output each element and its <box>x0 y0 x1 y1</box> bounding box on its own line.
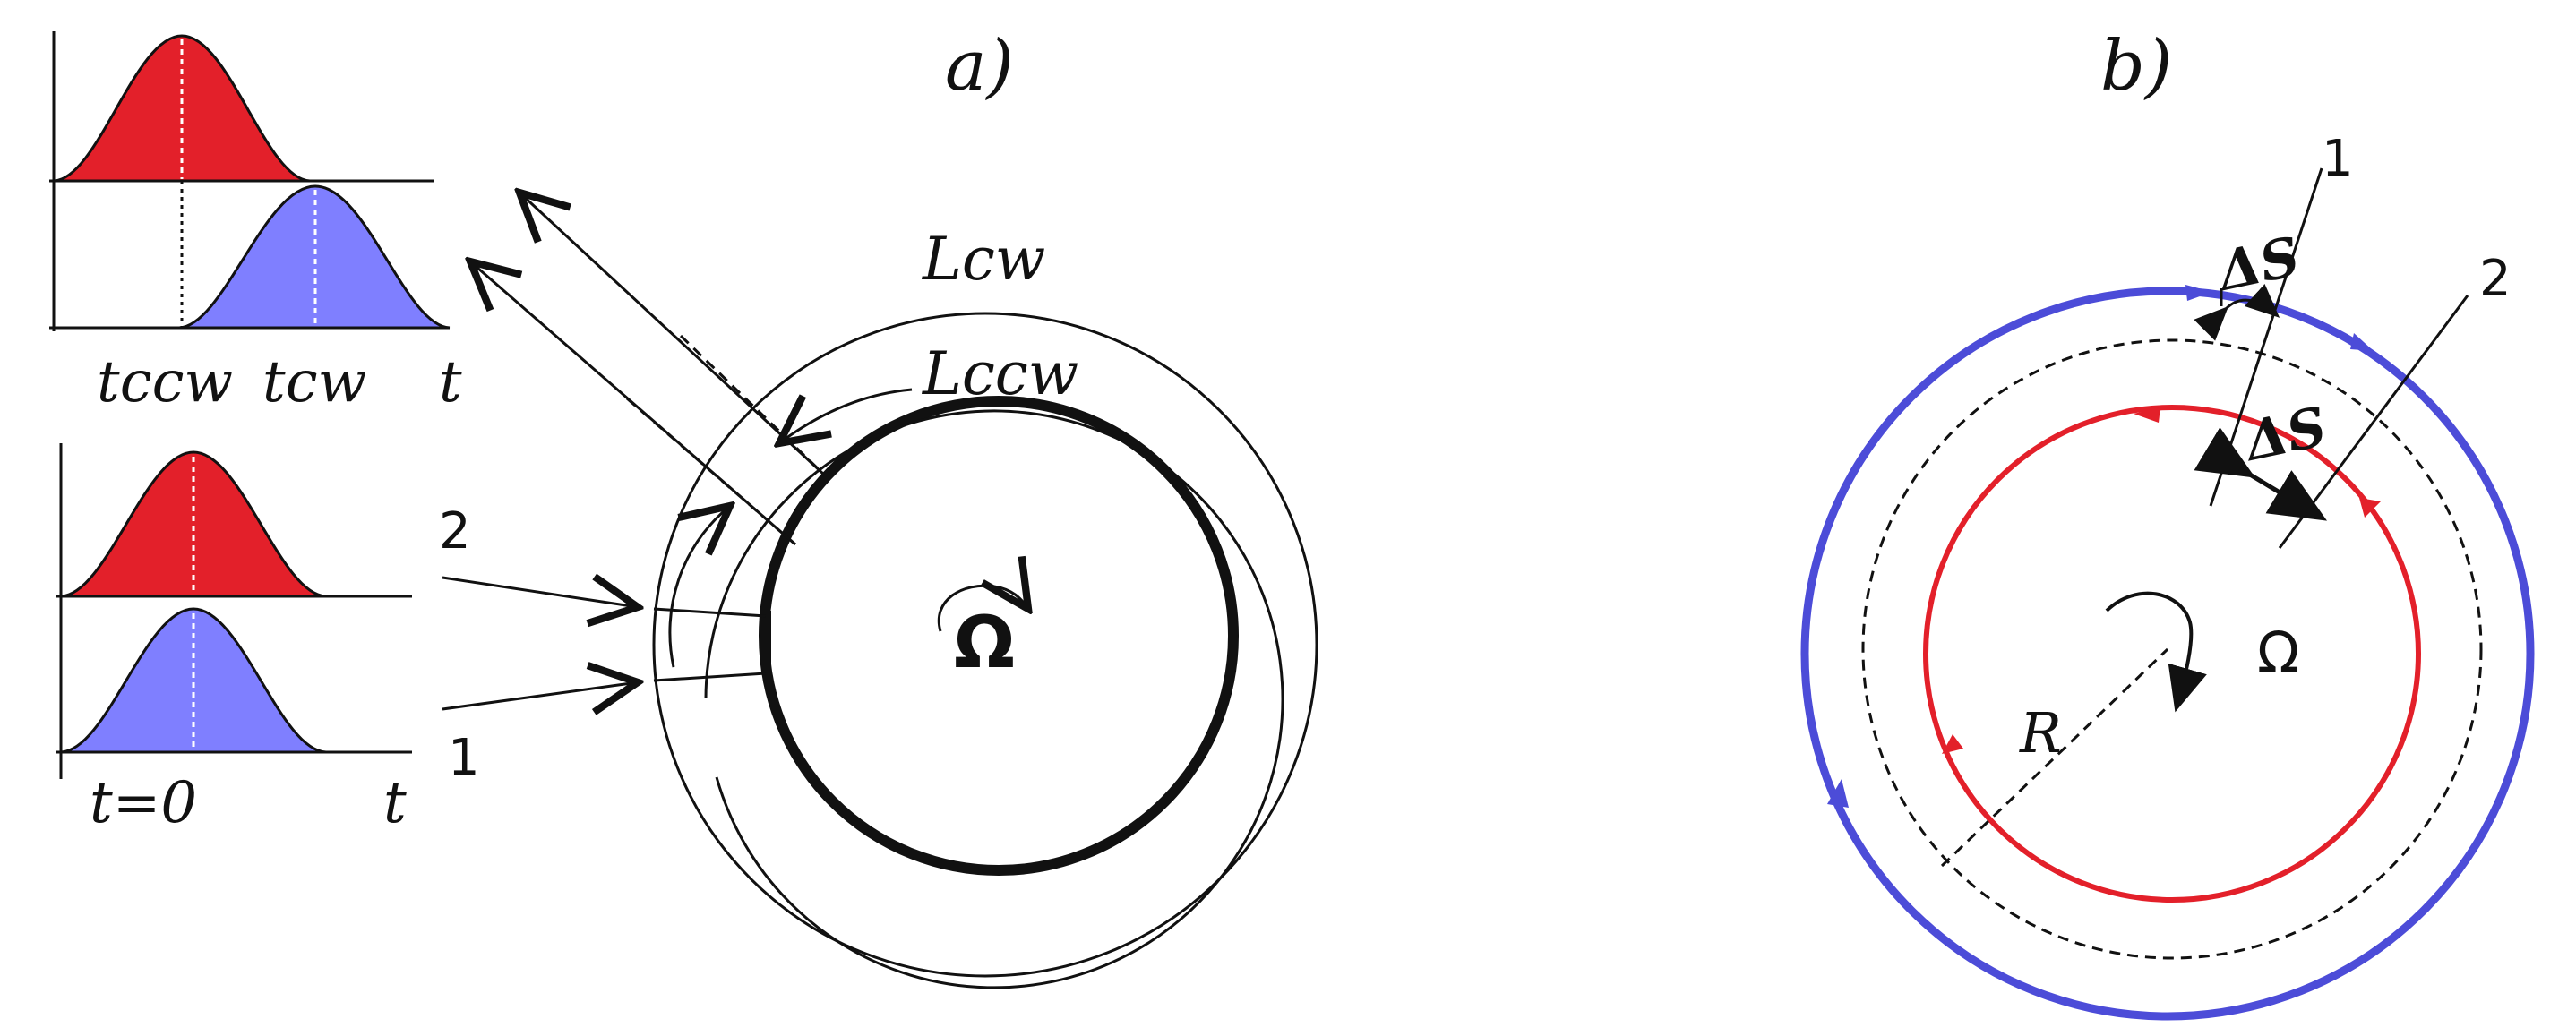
delta-s-bottom-arrow <box>2194 427 2328 521</box>
input-line-2-inner <box>653 607 767 618</box>
label-delta-s-top: ΔS <box>2211 226 2305 304</box>
pulse-plot-bottom: t=0 t <box>56 443 412 836</box>
ring-panel-a: Lcw Lccw Ω 2 1 <box>439 193 1318 989</box>
pulse-blue-cw <box>178 184 451 330</box>
label-t-bottom: t <box>383 770 407 836</box>
path-lccw <box>704 409 1284 989</box>
label-tccw: tccw <box>97 349 233 415</box>
rotation-arrow-b-icon <box>2105 591 2207 713</box>
label-lcw: Lcw <box>922 225 1045 294</box>
lccw-entry-curve <box>668 506 730 668</box>
path-lcw <box>652 312 1318 978</box>
panel-a-label: a) <box>945 26 1014 107</box>
rotation-arrow-a-icon <box>937 586 1028 632</box>
input-line-1-inner <box>653 672 767 682</box>
path-dashed-mid <box>1861 338 2483 960</box>
path-blue-outer <box>1800 287 2535 1021</box>
label-omega-a: Ω <box>954 601 1015 684</box>
red-arrow-right <box>2359 498 2381 518</box>
output-line-1 <box>519 193 826 476</box>
label-omega-b: Ω <box>2257 620 2299 685</box>
output-line-2-dash <box>626 397 796 546</box>
lccw-label-arrow <box>779 388 913 443</box>
blue-arrow-top <box>2185 285 2212 301</box>
panel-b-label: b) <box>2100 26 2172 107</box>
radius-line <box>1940 647 2169 868</box>
delta-s-top-arrow <box>2194 283 2280 341</box>
label-radius: R <box>2019 700 2062 766</box>
panel-b: b) ΔS ΔS 1 2 R Ω <box>1800 26 2535 1021</box>
label-lccw: Lccw <box>922 339 1078 408</box>
input-line-2 <box>442 578 638 607</box>
path-red-inner <box>1923 405 2421 903</box>
label-port-1-a: 1 <box>448 729 480 787</box>
pulse-blue-initial <box>60 607 327 754</box>
label-port-2-a: 2 <box>439 502 471 561</box>
rotor-thick <box>759 396 1239 876</box>
red-arrow-left <box>1942 734 1963 754</box>
label-tcw: tcw <box>262 349 366 415</box>
label-port-2-b: 2 <box>2479 250 2512 308</box>
red-arrow-top <box>2134 407 2160 423</box>
pulse-red-initial <box>60 450 327 598</box>
label-t0: t=0 <box>90 770 197 836</box>
output-line-1-dash <box>679 334 826 476</box>
label-port-1-b: 1 <box>2322 130 2354 188</box>
pulse-plot-top: tccw tcw t <box>49 31 462 415</box>
blue-arrow-left <box>1827 779 1849 808</box>
panel-a: a) tccw tcw t t=0 t <box>49 26 1318 989</box>
blue-arrow-right <box>2350 333 2374 351</box>
input-line-1 <box>442 682 638 709</box>
label-delta-s-bottom: ΔS <box>2237 396 2331 475</box>
label-t-top: t <box>439 349 462 415</box>
